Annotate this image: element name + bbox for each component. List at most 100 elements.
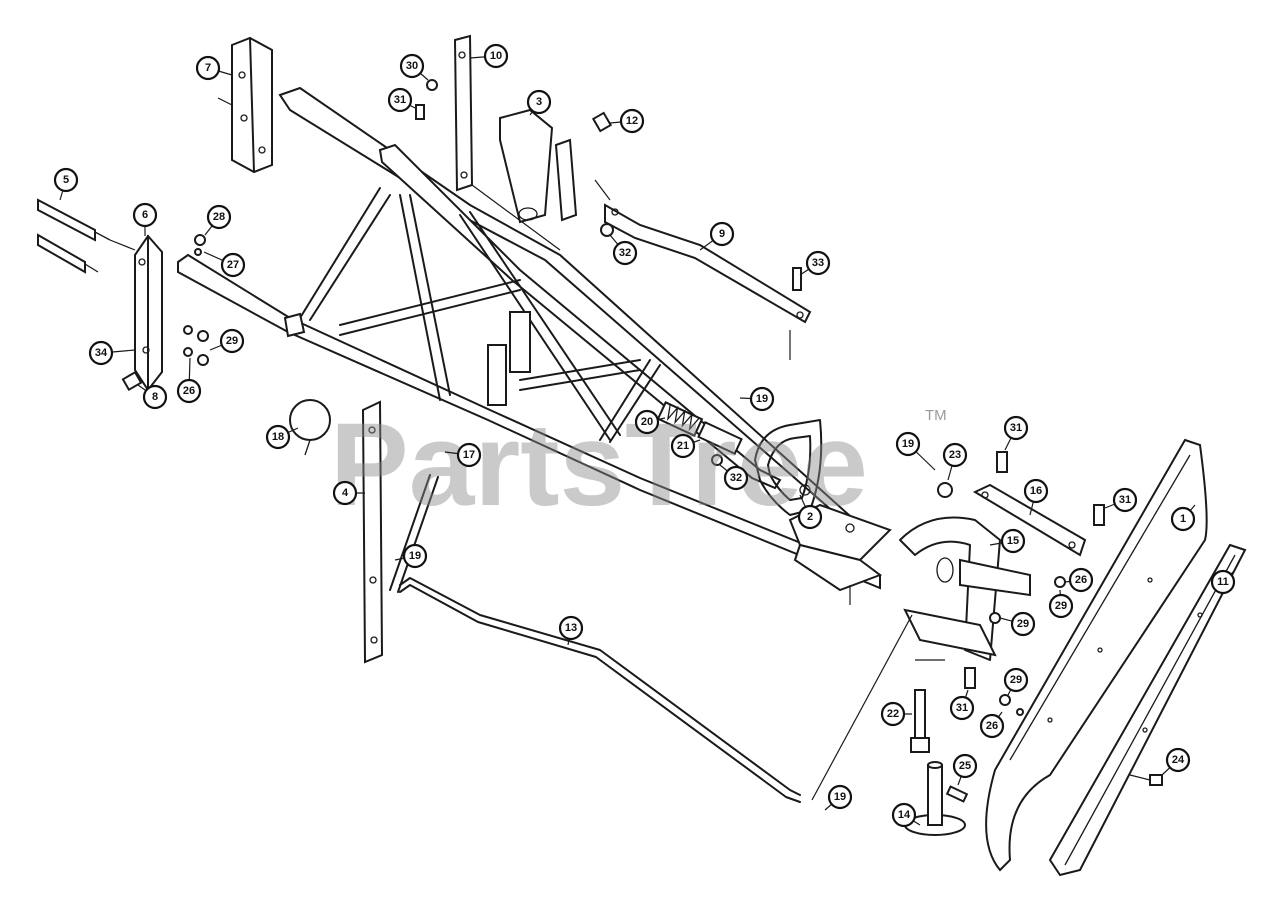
callout-12[interactable]: 12 — [609, 108, 645, 134]
callout-20[interactable]: 20 — [634, 409, 666, 435]
callout-number: 10 — [490, 50, 502, 62]
callout-circle — [891, 802, 917, 828]
callout-31a[interactable]: 31 — [387, 87, 416, 113]
callout-25[interactable]: 25 — [952, 753, 978, 786]
callout-29a[interactable]: 29 — [209, 328, 245, 354]
callout-19d[interactable]: 19 — [824, 784, 853, 811]
callout-29d[interactable]: 29 — [1003, 667, 1029, 696]
callout-24[interactable]: 24 — [1161, 747, 1191, 776]
callout-11[interactable]: 11 — [1210, 569, 1236, 595]
callout-26c[interactable]: 26 — [979, 711, 1005, 739]
callout-33[interactable]: 33 — [799, 250, 831, 276]
callout-number: 19 — [902, 438, 914, 450]
callout-8[interactable]: 8 — [137, 384, 168, 410]
callout-31c[interactable]: 31 — [1104, 487, 1138, 513]
callout-9[interactable]: 9 — [699, 221, 735, 251]
callout-28[interactable]: 28 — [204, 204, 232, 236]
callout-19c[interactable]: 19 — [394, 543, 428, 569]
callout-number: 3 — [536, 96, 542, 108]
callout-circle — [176, 378, 202, 404]
callout-13[interactable]: 13 — [558, 615, 584, 646]
post-4 — [361, 400, 384, 664]
callout-circle — [265, 424, 291, 450]
callout-22[interactable]: 22 — [880, 701, 912, 727]
callout-circle — [805, 250, 831, 276]
callout-number: 13 — [565, 622, 577, 634]
callout-circle — [399, 53, 425, 79]
callout-number: 29 — [1017, 618, 1029, 630]
callout-circle — [53, 167, 79, 193]
callout-15[interactable]: 15 — [989, 528, 1026, 554]
callout-circle — [387, 87, 413, 113]
callout-circle — [1003, 667, 1029, 693]
callout-number: 5 — [63, 174, 69, 186]
watermark: PartsTree TM — [330, 399, 947, 531]
callout-16[interactable]: 16 — [1023, 478, 1049, 516]
arm-9 — [604, 203, 812, 324]
callout-circle — [402, 543, 428, 569]
small-hardware — [121, 79, 1163, 803]
callout-30[interactable]: 30 — [399, 53, 429, 81]
callout-number: 24 — [1172, 754, 1185, 766]
callout-4[interactable]: 4 — [332, 480, 365, 506]
callout-1[interactable]: 1 — [1170, 504, 1196, 532]
callout-circle — [880, 701, 906, 727]
hitch-bracket — [754, 419, 855, 533]
callout-26a[interactable]: 26 — [176, 357, 202, 404]
callout-31b[interactable]: 31 — [1003, 415, 1029, 451]
callout-number: 19 — [409, 550, 421, 562]
callout-number: 20 — [641, 416, 653, 428]
callout-10[interactable]: 10 — [469, 43, 509, 69]
callout-21[interactable]: 21 — [670, 433, 701, 459]
swivel-15 — [899, 516, 1031, 661]
callout-circle — [1010, 611, 1036, 637]
main-frame — [177, 86, 892, 592]
callout-circle — [220, 252, 246, 278]
callout-17[interactable]: 17 — [444, 442, 482, 468]
callout-number: 7 — [205, 62, 211, 74]
callout-18[interactable]: 18 — [265, 424, 299, 450]
callout-number: 26 — [1075, 574, 1087, 586]
callout-2[interactable]: 2 — [797, 494, 823, 530]
callout-circle — [612, 240, 638, 266]
callout-6[interactable]: 6 — [132, 202, 158, 236]
callout-circle — [332, 480, 358, 506]
callout-circle — [723, 465, 749, 491]
callout-29c[interactable]: 29 — [999, 611, 1036, 637]
callout-circle — [619, 108, 645, 134]
callout-29b[interactable]: 29 — [1048, 589, 1074, 619]
callout-32b[interactable]: 32 — [719, 464, 749, 491]
callout-number: 31 — [1119, 494, 1131, 506]
callout-number: 4 — [342, 487, 349, 499]
callout-3[interactable]: 3 — [526, 89, 552, 116]
callout-34[interactable]: 34 — [88, 340, 136, 366]
callout-14[interactable]: 14 — [891, 802, 921, 828]
rod-17 — [389, 474, 439, 593]
callout-19a[interactable]: 19 — [739, 386, 775, 412]
callout-number: 32 — [619, 247, 631, 259]
callout-number: 1 — [1180, 513, 1186, 525]
callout-23[interactable]: 23 — [942, 442, 968, 481]
callout-19b[interactable]: 19 — [895, 431, 936, 471]
callout-circle — [1048, 593, 1074, 619]
callout-number: 28 — [213, 211, 225, 223]
callout-32a[interactable]: 32 — [609, 234, 638, 266]
callout-27[interactable]: 27 — [203, 251, 246, 278]
callout-26b[interactable]: 26 — [1064, 567, 1094, 593]
bracket-3 — [499, 108, 578, 224]
callout-number: 16 — [1030, 485, 1042, 497]
callout-5[interactable]: 5 — [53, 167, 79, 201]
callout-circle — [132, 202, 158, 228]
edge-11 — [1048, 543, 1247, 877]
callout-circle — [895, 431, 921, 457]
callout-31d[interactable]: 31 — [949, 689, 975, 721]
callout-circle — [1210, 569, 1236, 595]
plate-16 — [972, 483, 1087, 557]
callout-7[interactable]: 7 — [195, 55, 233, 81]
callout-number: 14 — [898, 809, 911, 821]
callout-circle — [456, 442, 482, 468]
callout-number: 32 — [730, 472, 742, 484]
rod-13 — [399, 577, 801, 803]
callout-circle — [709, 221, 735, 247]
